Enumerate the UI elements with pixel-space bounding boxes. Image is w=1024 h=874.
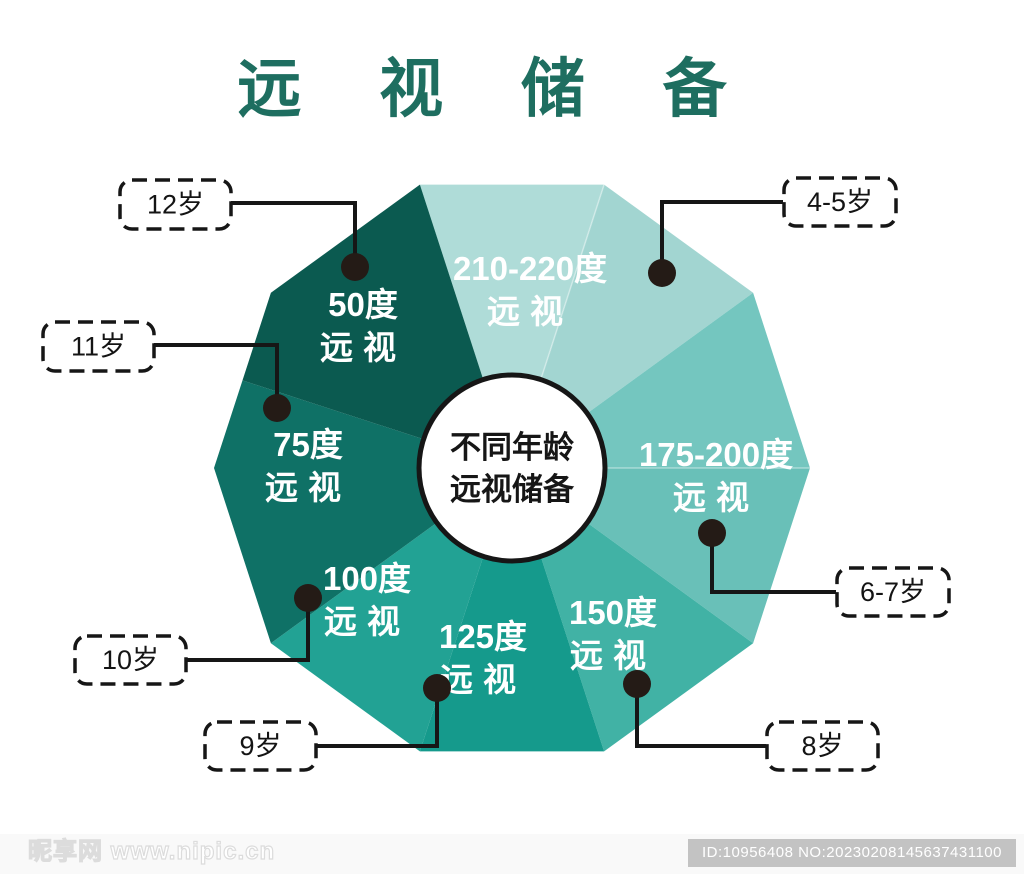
slice-6 — [242, 184, 512, 468]
callout-dot-4 — [294, 584, 322, 612]
slice-divider — [540, 184, 605, 378]
age-label-0: 4-5岁 — [807, 187, 873, 217]
slice-label-3: 125度远视 — [439, 618, 527, 698]
age-label-4: 10岁 — [102, 645, 159, 675]
callout-dot-1 — [698, 519, 726, 547]
watermark-id-badge: ID:10956408 NO:20230208145637431100 — [688, 839, 1016, 867]
watermark-site: 昵享网 www.nipic.cn — [27, 837, 276, 865]
slice-label-5: 75度远视 — [265, 426, 351, 506]
slice-label-1: 175-200度远视 — [639, 436, 793, 516]
callout-dot-6 — [341, 253, 369, 281]
center-label: 不同年龄远视储备 — [450, 430, 575, 507]
center-circle — [416, 372, 608, 564]
callout-line-5 — [154, 343, 279, 408]
age-label-box-6 — [118, 178, 233, 231]
page-title: 远 视 储 备 — [237, 53, 757, 125]
callout-line-0 — [660, 200, 783, 273]
slice-label-6: 50度远视 — [320, 286, 406, 366]
age-label-box-5 — [41, 320, 156, 373]
callout-line-6 — [231, 201, 357, 267]
slice-label-2: 150度远视 — [569, 594, 657, 674]
age-label-6: 12岁 — [147, 190, 204, 220]
slice-3 — [419, 468, 605, 752]
callout-dot-2 — [623, 670, 651, 698]
age-label-box-1 — [835, 566, 951, 618]
slice-label-0: 210-220度远视 — [453, 250, 607, 330]
age-label-box-2 — [765, 720, 880, 772]
callout-line-2 — [635, 684, 766, 748]
callout-dot-3 — [423, 674, 451, 702]
age-label-2: 8岁 — [801, 731, 843, 761]
slice-0-b — [419, 184, 605, 468]
watermark-bar: 昵享网 www.nipic.cn ID:10956408 NO:20230208… — [0, 834, 1024, 874]
age-label-1: 6-7岁 — [860, 577, 926, 607]
callout-dot-5 — [263, 394, 291, 422]
age-label-box-0 — [782, 176, 898, 228]
callout-line-4 — [186, 598, 310, 662]
callout-line-3 — [316, 688, 439, 748]
slice-label-4: 100度远视 — [323, 560, 411, 640]
callout-line-1 — [710, 533, 836, 594]
age-label-box-4 — [73, 634, 188, 686]
age-label-3: 9岁 — [239, 731, 281, 761]
callout-dot-0 — [648, 259, 676, 287]
age-label-box-3 — [203, 720, 318, 772]
age-label-5: 11岁 — [71, 332, 126, 362]
